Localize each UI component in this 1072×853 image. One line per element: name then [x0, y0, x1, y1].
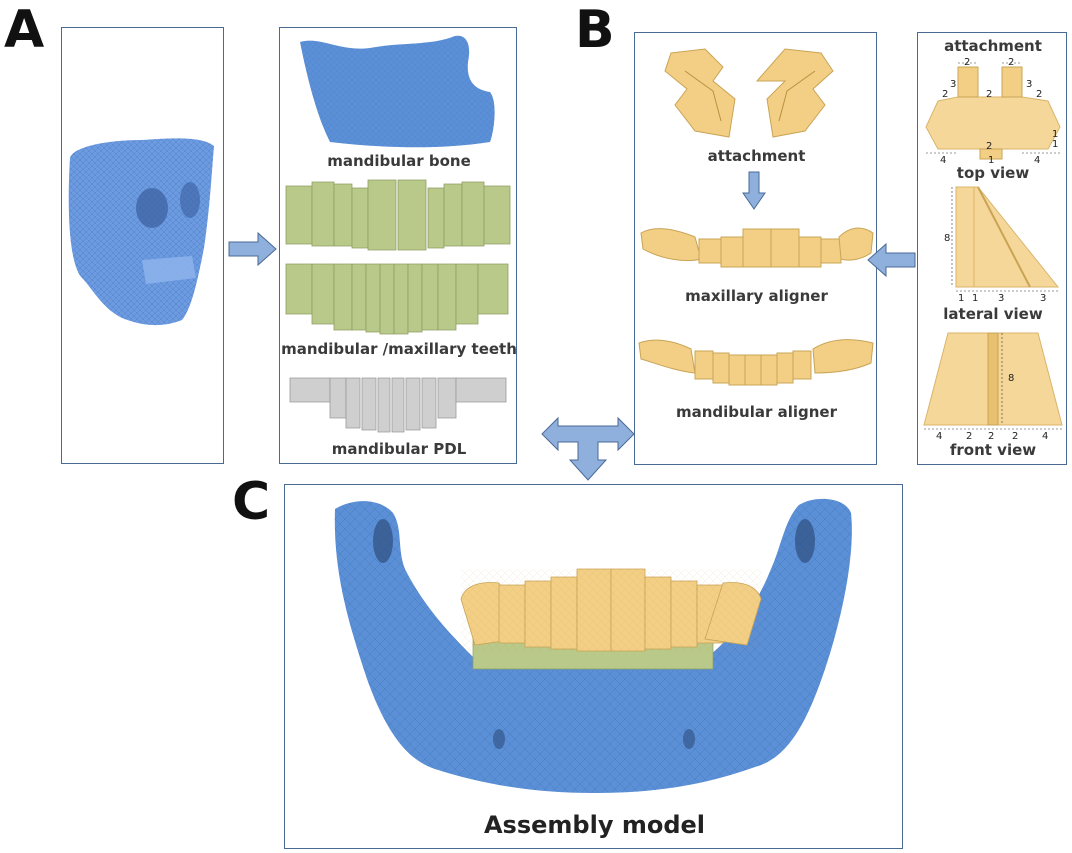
assembly-box: Assembly model [284, 484, 903, 849]
attachment-label: attachment [707, 147, 806, 165]
panel-label-a: A [4, 0, 45, 60]
front-view-label: front view [949, 441, 1037, 459]
pdl-model [289, 377, 507, 433]
maxillary-aligner-model [640, 227, 874, 268]
top-dim-11: 4 [940, 155, 946, 166]
mandibular-bone-model [300, 35, 495, 148]
mandibular-teeth-model [285, 263, 509, 335]
front-dim-c: 2 [988, 431, 994, 442]
front-dim-b: 2 [966, 431, 972, 442]
front-view-drawing: 8 4 2 2 2 4 [923, 332, 1063, 442]
top-dim-1: 2 [964, 57, 970, 68]
top-dim-10: 2 [986, 141, 992, 152]
mandibular-aligner-model [638, 339, 874, 386]
top-view-drawing: 2 2 3 3 2 2 2 1 1 2 4 1 4 [925, 57, 1061, 166]
panel-label-c: C [232, 472, 271, 532]
components-box: mandibular bone mandibular /maxillary te… [279, 27, 517, 464]
skull-model [68, 138, 215, 326]
lat-dim-d: 3 [1040, 293, 1046, 304]
top-view-label: top view [956, 164, 1030, 182]
skull-box [61, 27, 224, 464]
top-dim-3: 3 [950, 79, 956, 90]
lat-dim-c: 3 [998, 293, 1004, 304]
top-dim-13: 4 [1034, 155, 1040, 166]
arrow-down [742, 171, 766, 210]
arrow-left [867, 242, 916, 278]
front-dim-d: 2 [1012, 431, 1018, 442]
top-dim-5: 2 [942, 89, 948, 100]
maxillary-aligner-label: maxillary aligner [685, 287, 828, 305]
top-dim-2: 2 [1008, 57, 1014, 68]
lateral-view-drawing: 8 1 1 3 3 [944, 186, 1060, 304]
teeth-label: mandibular /maxillary teeth [281, 340, 517, 358]
top-dim-4: 3 [1026, 79, 1032, 90]
lat-dim-h: 8 [944, 233, 950, 244]
front-dim-h: 8 [1008, 373, 1014, 384]
top-dim-12: 1 [988, 155, 994, 166]
assembly-model [334, 498, 852, 793]
lat-dim-b: 1 [972, 293, 978, 304]
top-dim-7: 2 [1036, 89, 1042, 100]
attachment-detail-title: attachment [944, 37, 1042, 55]
panel-label-b: B [575, 0, 615, 60]
top-dim-8: 1 [1052, 129, 1058, 140]
front-dim-a: 4 [936, 431, 942, 442]
front-dim-e: 4 [1042, 431, 1048, 442]
mandibular-aligner-label: mandibular aligner [675, 403, 837, 421]
attachment-detail-box: attachment 2 2 3 3 2 2 2 1 1 2 4 1 4 top… [917, 32, 1067, 465]
maxillary-teeth-model [285, 179, 511, 251]
arrow-right [228, 231, 277, 267]
top-dim-6: 2 [986, 89, 992, 100]
top-dim-9: 1 [1052, 139, 1058, 150]
mandibular-bone-label: mandibular bone [327, 152, 471, 170]
connector-arrow [541, 416, 635, 481]
attachment-model [664, 48, 834, 138]
aligner-box: attachment maxillary aligner mandibular … [634, 32, 877, 465]
assembly-label: Assembly model [483, 811, 705, 839]
lat-dim-a: 1 [958, 293, 964, 304]
lateral-view-label: lateral view [943, 305, 1043, 323]
pdl-label: mandibular PDL [331, 440, 467, 458]
